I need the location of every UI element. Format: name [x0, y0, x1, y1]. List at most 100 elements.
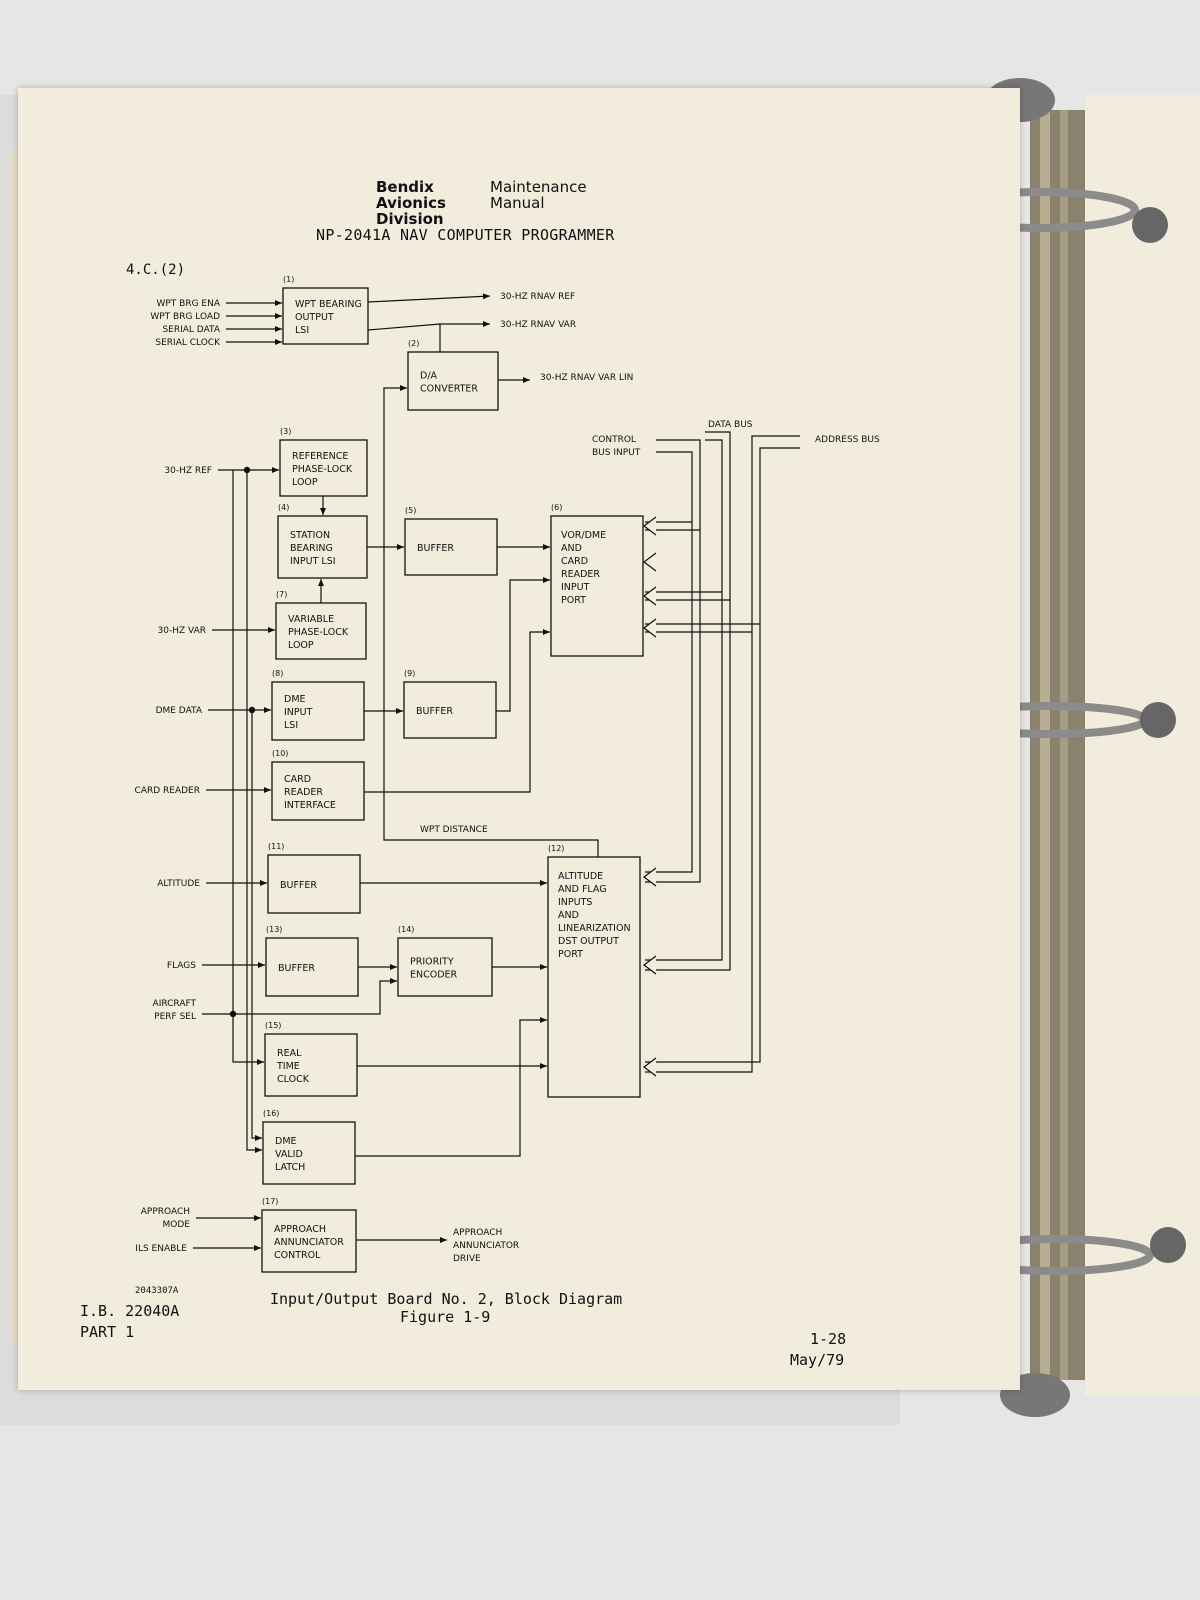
- block-label-line: LINEARIZATION: [558, 923, 631, 934]
- block-label-line: OUTPUT: [295, 312, 334, 323]
- bus-line: [645, 451, 693, 873]
- block-label-line: LATCH: [275, 1162, 305, 1173]
- wire: [355, 1017, 547, 1157]
- bus-arrowhead: [643, 618, 657, 638]
- bus-arrowhead: [643, 1057, 657, 1077]
- input-label: ALTITUDE: [157, 879, 200, 889]
- block-label-line: CLOCK: [277, 1074, 310, 1085]
- bus-arrowhead: [643, 867, 657, 887]
- bus-label: DATA BUS: [708, 420, 753, 430]
- block-number: (3): [280, 427, 291, 436]
- company-name: Bendix Avionics Division: [376, 179, 446, 227]
- block-number: (15): [265, 1021, 281, 1030]
- diagram-wires: [193, 293, 599, 1251]
- block-label-line: BEARING: [290, 543, 333, 554]
- output-label: ANNUNCIATOR: [453, 1241, 519, 1251]
- output-label: APPROACH: [453, 1228, 502, 1238]
- block-label-line: REFERENCE: [292, 451, 348, 462]
- block-number: (13): [266, 925, 282, 934]
- block-label-line: PORT: [561, 595, 586, 606]
- wire: [246, 470, 262, 1153]
- block-label-line: STATION: [290, 530, 330, 541]
- bus-line: [645, 439, 701, 883]
- block-frame: [404, 518, 498, 576]
- block-number: (6): [551, 503, 562, 512]
- block-label-line: VARIABLE: [288, 614, 334, 625]
- block-frame: [277, 515, 368, 579]
- manual-page: [18, 88, 1020, 1390]
- block-label-line: ANNUNCIATOR: [274, 1237, 344, 1248]
- block-5: (5)BUFFER: [404, 506, 498, 576]
- block-label-line: TIME: [276, 1061, 300, 1072]
- wire: [367, 293, 491, 303]
- figure-caption: Input/Output Board No. 2, Block Diagram: [270, 1290, 623, 1308]
- block-label-line: VOR/DME: [561, 530, 606, 541]
- block-frame: [265, 937, 359, 997]
- block-label-line: LSI: [295, 325, 309, 336]
- page-date: May/79: [790, 1351, 845, 1369]
- wire: [383, 385, 599, 857]
- part-number: PART 1: [80, 1323, 135, 1341]
- block-number: (12): [548, 844, 564, 853]
- block-label-line: BUFFER: [278, 963, 315, 974]
- bus-line: [645, 447, 800, 1063]
- bus-line: [645, 439, 723, 961]
- block-frame: [407, 351, 499, 411]
- diagram-blocks: (1)WPT BEARINGOUTPUTLSI(2)D/ACONVERTER(3…: [261, 275, 644, 1273]
- block-9: (9) BUFFER: [403, 669, 497, 739]
- block-label-line: DME: [284, 694, 306, 705]
- block-label-line: BUFFER: [280, 880, 317, 891]
- block-frame: [547, 856, 641, 1098]
- output-label: 30-HZ RNAV VAR LIN: [540, 373, 633, 383]
- block-frame: [271, 761, 365, 821]
- page-title: NP-2041A NAV COMPUTER PROGRAMMER: [316, 226, 615, 244]
- block-label-line: BUFFER: [416, 706, 453, 717]
- block-label-line: LOOP: [292, 477, 318, 488]
- figure-number: Figure 1-9: [400, 1308, 491, 1326]
- block-label-line: LOOP: [288, 640, 314, 651]
- block-frame: [275, 602, 367, 660]
- bus-arrowhead: [643, 955, 657, 975]
- wire: [496, 577, 550, 712]
- block-label-line: LSI: [284, 720, 298, 731]
- ib-number: I.B. 22040A: [80, 1302, 180, 1320]
- block-label-line: CONTROL: [274, 1250, 321, 1261]
- input-label: SERIAL CLOCK: [155, 338, 221, 348]
- block-label-line: REAL: [277, 1048, 302, 1059]
- block-frame: [403, 681, 497, 739]
- block-11: (11) BUFFER: [267, 842, 361, 914]
- block-label-line: CARD: [284, 774, 311, 785]
- block-number: (8): [272, 669, 283, 678]
- input-label: MODE: [163, 1220, 191, 1230]
- block-label-line: ENCODER: [410, 970, 458, 981]
- block-frame: [271, 681, 365, 741]
- manual-label: Maintenance Manual: [490, 179, 587, 211]
- block-label-line: CARD: [561, 556, 588, 567]
- block-15: (15) REAL TIME CLOCK: [264, 1021, 358, 1097]
- wire: [232, 470, 264, 1065]
- drawing-number: 2043307A: [135, 1286, 179, 1296]
- block-number: (9): [404, 669, 415, 678]
- bus-arrowhead: [643, 516, 657, 536]
- company-line-2: Avionics: [376, 194, 446, 212]
- section-reference: 4.C.(2): [126, 262, 186, 278]
- manual-line-2: Manual: [490, 194, 545, 212]
- output-label: 30-HZ RNAV VAR: [500, 320, 576, 330]
- block-label-line: BUFFER: [417, 543, 454, 554]
- wire: [202, 978, 397, 1015]
- block-frame: [261, 1209, 357, 1273]
- company-line-1: Bendix: [376, 178, 434, 196]
- input-label: DME DATA: [156, 706, 203, 716]
- input-label: 30-HZ VAR: [158, 626, 207, 636]
- block-number: (11): [268, 842, 284, 851]
